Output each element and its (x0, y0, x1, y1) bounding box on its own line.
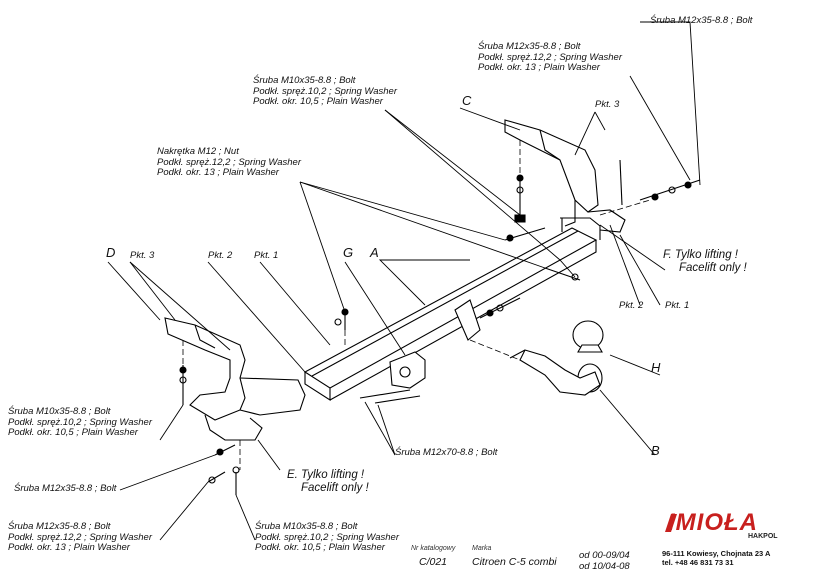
socket-plate-G (389, 351, 426, 389)
part-tag-H: H (651, 360, 661, 375)
callout-bottom-left-set: Śruba M12x35-8.8 ; Bolt Podkł. spręż.12,… (8, 521, 152, 553)
company-logo-sub: HAKPOL (748, 533, 778, 540)
catalog-value: C/021 (419, 556, 448, 568)
brand-value: Citroen C-5 combi (472, 556, 557, 568)
pkt2-label-left: Pkt. 2 (208, 250, 233, 261)
part-tag-G: G (343, 245, 354, 260)
callout-top-right-set: Śruba M12x35-8.8 ; Bolt Podkł. spręż.12,… (478, 41, 622, 73)
pkt1-label-left: Pkt. 1 (254, 250, 279, 261)
part-tag-C: C (462, 93, 472, 108)
bracket-D (164, 317, 306, 441)
pkt3-label-left: Pkt. 3 (130, 250, 155, 261)
part-tag-D: D (106, 245, 116, 260)
note-E-facelift: E. Tylko lifting ! Facelift only ! (287, 469, 369, 494)
callout-nut-set: Nakrętka M12 ; Nut Podkł. spręż.12,2 ; S… (157, 146, 301, 178)
date-range-1: od 00-09/04 (579, 550, 630, 561)
pkt1-label-right: Pkt. 1 (665, 300, 690, 311)
note-F-facelift: F. Tylko lifting ! Facelift only ! (663, 249, 747, 274)
callout-top-right-bolt: Śruba M12x35-8.8 ; Bolt (650, 15, 753, 26)
receiver-tube (454, 299, 481, 341)
part-tag-A: A (370, 245, 379, 260)
hakpol-logo-icon (665, 514, 677, 532)
leader-lines (107, 21, 701, 541)
ball-neck-B (509, 320, 604, 396)
pkt2-label-right: Pkt. 2 (619, 300, 644, 311)
date-range-2: od 10/04-08 (579, 561, 630, 572)
callout-left-mid-set: Śruba M10x35-8.8 ; Bolt Podkł. spręż.10,… (8, 406, 152, 438)
catalog-label: Nr katalogowy (411, 545, 456, 552)
callout-left-bolt: Śruba M12x35-8.8 ; Bolt (14, 483, 117, 494)
bracket-C (504, 119, 626, 233)
company-logo: IMIOŁA (668, 509, 758, 536)
assembly-centerlines (182, 140, 651, 470)
part-tag-B: B (651, 443, 660, 458)
company-address: 96-111 Kowiesy, Chojnata 23 A tel. +48 4… (662, 549, 771, 567)
callout-bottom-mid-set: Śruba M10x35-8.8 ; Bolt Podkł. spręż.10,… (255, 521, 399, 553)
pkt3-label-right: Pkt. 3 (595, 99, 620, 110)
callout-top-center-set: Śruba M10x35-8.8 ; Bolt Podkł. spręż.10,… (253, 75, 397, 107)
callout-center-bolt: Śruba M12x70-8.8 ; Bolt (395, 447, 498, 458)
brand-label: Marka (472, 545, 492, 552)
